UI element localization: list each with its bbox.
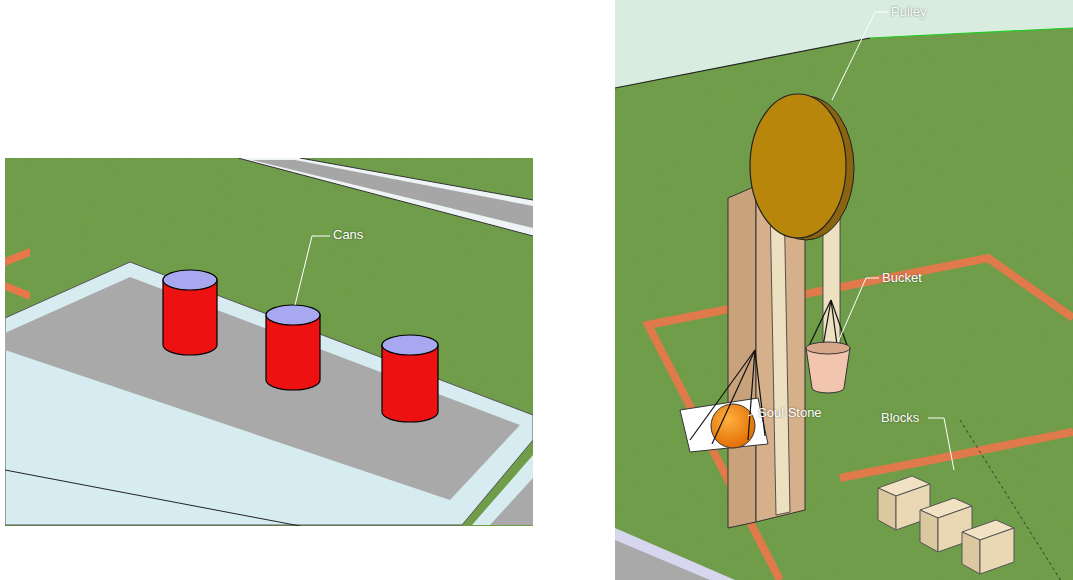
part-label: Soul Stone	[758, 405, 822, 421]
part-label: Cans	[333, 227, 363, 243]
pulley-scene	[615, 0, 1073, 580]
part-label: Pulley	[891, 4, 926, 20]
part-label: Bucket	[882, 270, 922, 286]
cans-scene	[5, 158, 533, 526]
part-label: Blocks	[881, 410, 919, 426]
